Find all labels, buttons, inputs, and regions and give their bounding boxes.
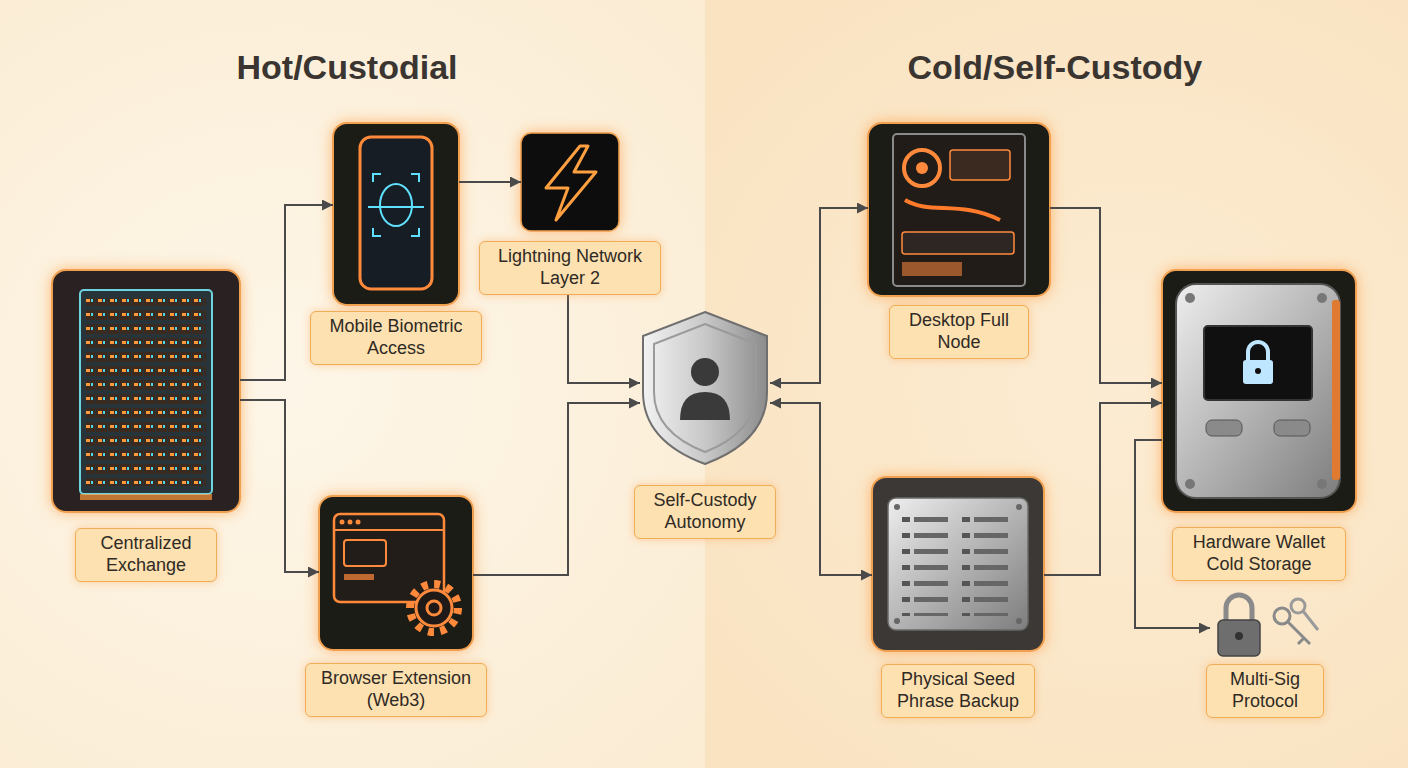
node-label: Centralized Exchange [86, 533, 206, 577]
node-tile [1210, 590, 1320, 660]
node-tile [319, 496, 473, 650]
component-node: Centralized Exchange [52, 270, 240, 582]
phone-illustration [333, 123, 459, 305]
component-node: Multi-Sig Protocol [1206, 590, 1324, 718]
label-pill: Physical Seed Phrase Backup [881, 664, 1035, 718]
label-pill: Lightning Network Layer 2 [479, 241, 661, 295]
node-label: Physical Seed Phrase Backup [892, 669, 1024, 713]
flow-connector [770, 208, 868, 383]
node-tile [52, 270, 240, 512]
flow-connector [1050, 208, 1162, 383]
node-tile [333, 123, 459, 305]
flow-connector [1044, 403, 1162, 575]
node-label: Multi-Sig Protocol [1217, 669, 1313, 713]
label-pill: Multi-Sig Protocol [1206, 664, 1324, 718]
label-pill: Centralized Exchange [75, 528, 217, 582]
node-label: Browser Extension (Web3) [316, 668, 476, 712]
label-pill: Self-Custody Autonomy [634, 485, 776, 539]
component-node: Physical Seed Phrase Backup [872, 477, 1044, 718]
node-tile [1162, 270, 1356, 512]
padlock-illustration [1218, 595, 1318, 656]
server-illustration [52, 270, 240, 512]
component-node: Self-Custody Autonomy [634, 310, 776, 539]
shield-illustration [643, 312, 767, 464]
flow-connector [473, 403, 640, 575]
flow-connector [568, 295, 640, 383]
lightning-illustration [521, 133, 619, 231]
node-tile [640, 310, 770, 465]
flow-connector [770, 403, 872, 575]
browser-illustration [319, 496, 473, 650]
section-heading: Hot/Custodial [237, 48, 458, 87]
label-pill: Mobile Biometric Access [310, 311, 482, 365]
node-tile [521, 133, 619, 231]
node-label: Lightning Network Layer 2 [490, 246, 650, 290]
node-label: Mobile Biometric Access [321, 316, 471, 360]
node-tile [872, 477, 1044, 651]
node-tile [868, 123, 1050, 296]
metal-plate-illustration [872, 477, 1044, 651]
hardware-wallet-illustration [1162, 270, 1356, 512]
computer-illustration [868, 123, 1050, 296]
component-node: Mobile Biometric Access [310, 123, 482, 365]
component-node: Hardware Wallet Cold Storage [1162, 270, 1356, 581]
component-node: Lightning Network Layer 2 [479, 133, 661, 295]
label-pill: Hardware Wallet Cold Storage [1172, 527, 1346, 581]
component-node: Browser Extension (Web3) [305, 496, 487, 717]
section-heading: Cold/Self-Custody [908, 48, 1203, 87]
node-label: Self-Custody Autonomy [645, 490, 765, 534]
label-pill: Desktop Full Node [889, 305, 1029, 359]
label-pill: Browser Extension (Web3) [305, 663, 487, 717]
component-node: Desktop Full Node [868, 123, 1050, 359]
flow-connector [459, 181, 521, 183]
flow-connector [240, 400, 319, 572]
node-label: Hardware Wallet Cold Storage [1183, 532, 1335, 576]
node-label: Desktop Full Node [900, 310, 1018, 354]
